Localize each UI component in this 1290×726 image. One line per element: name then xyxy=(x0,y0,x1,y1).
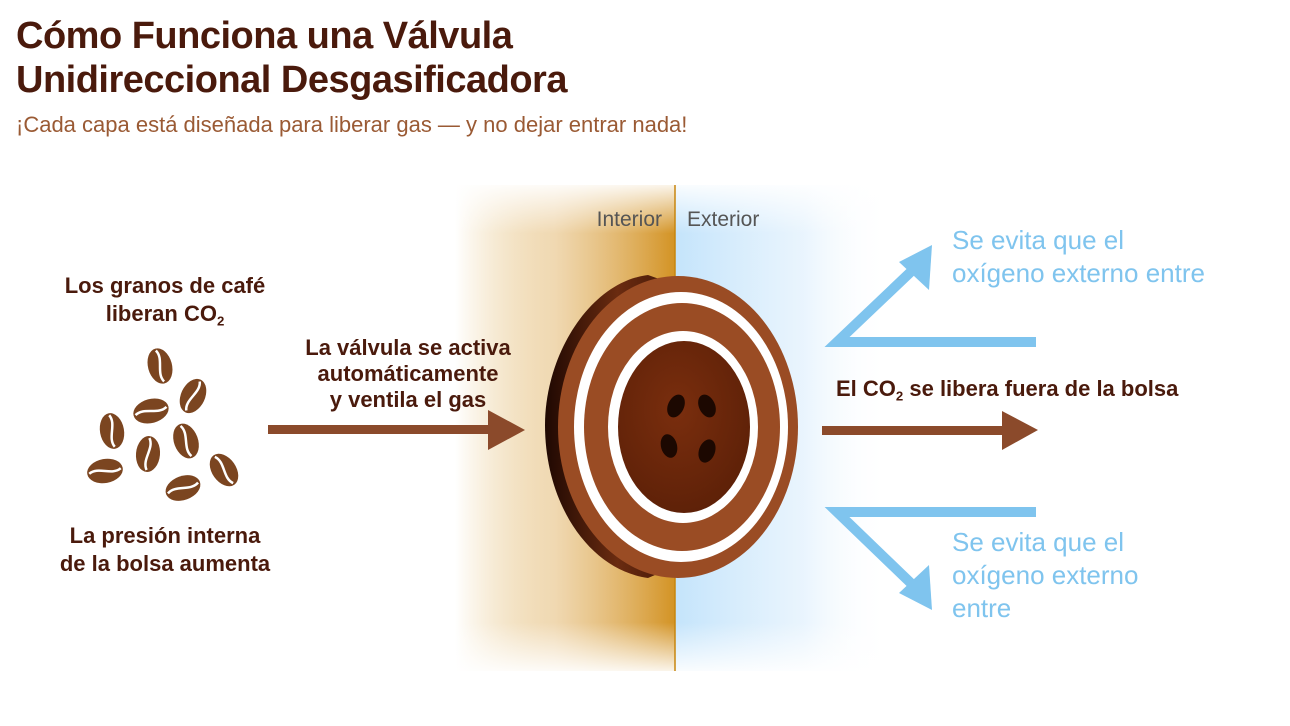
gas-flow-arrow-in xyxy=(268,410,525,450)
beans-release-co2-label: Los granos de café liberan CO2 xyxy=(64,273,266,329)
degassing-valve xyxy=(545,275,798,578)
title-line-2: Unidireccional Desgasificadora xyxy=(16,59,567,101)
vent-hole xyxy=(660,434,678,458)
valve-activates-label: La válvula se activa automáticamente y v… xyxy=(305,335,511,412)
oxygen-blocked-label-bottom: Se evita que el oxígeno externo entre xyxy=(952,527,1139,623)
interior-label: Interior xyxy=(597,208,662,231)
coffee-beans-cluster xyxy=(87,348,239,501)
vent-hole xyxy=(667,394,685,418)
co2-released-label: El CO2 se libera fuera de la bolsa xyxy=(836,376,1179,404)
pressure-increase-label: La presión interna de la bolsa aumenta xyxy=(59,523,271,576)
coffee-bean-icon xyxy=(147,348,173,384)
oxygen-blocked-label-top: Se evita que el oxígeno externo entre xyxy=(952,225,1205,288)
coffee-bean-icon xyxy=(173,423,199,459)
coffee-bean-icon xyxy=(209,453,239,487)
coffee-bean-icon xyxy=(165,475,201,501)
oxygen-blocked-arrow-top xyxy=(824,245,1036,347)
coffee-bean-icon xyxy=(99,413,125,449)
coffee-bean-icon xyxy=(179,378,207,414)
oxygen-blocked-arrow-bottom xyxy=(824,507,1036,610)
valve-core xyxy=(618,341,750,513)
exterior-label: Exterior xyxy=(687,208,759,231)
page-title: Cómo Funciona una Válvula Unidireccional… xyxy=(16,14,716,102)
co2-release-arrow xyxy=(822,411,1038,450)
vent-hole xyxy=(698,394,716,418)
coffee-bean-icon xyxy=(87,458,123,484)
page-subtitle: ¡Cada capa está diseñada para liberar ga… xyxy=(16,112,688,137)
title-line-1: Cómo Funciona una Válvula xyxy=(16,15,513,57)
coffee-bean-icon xyxy=(133,398,169,424)
vent-hole xyxy=(698,439,716,463)
coffee-bean-icon xyxy=(135,436,161,472)
